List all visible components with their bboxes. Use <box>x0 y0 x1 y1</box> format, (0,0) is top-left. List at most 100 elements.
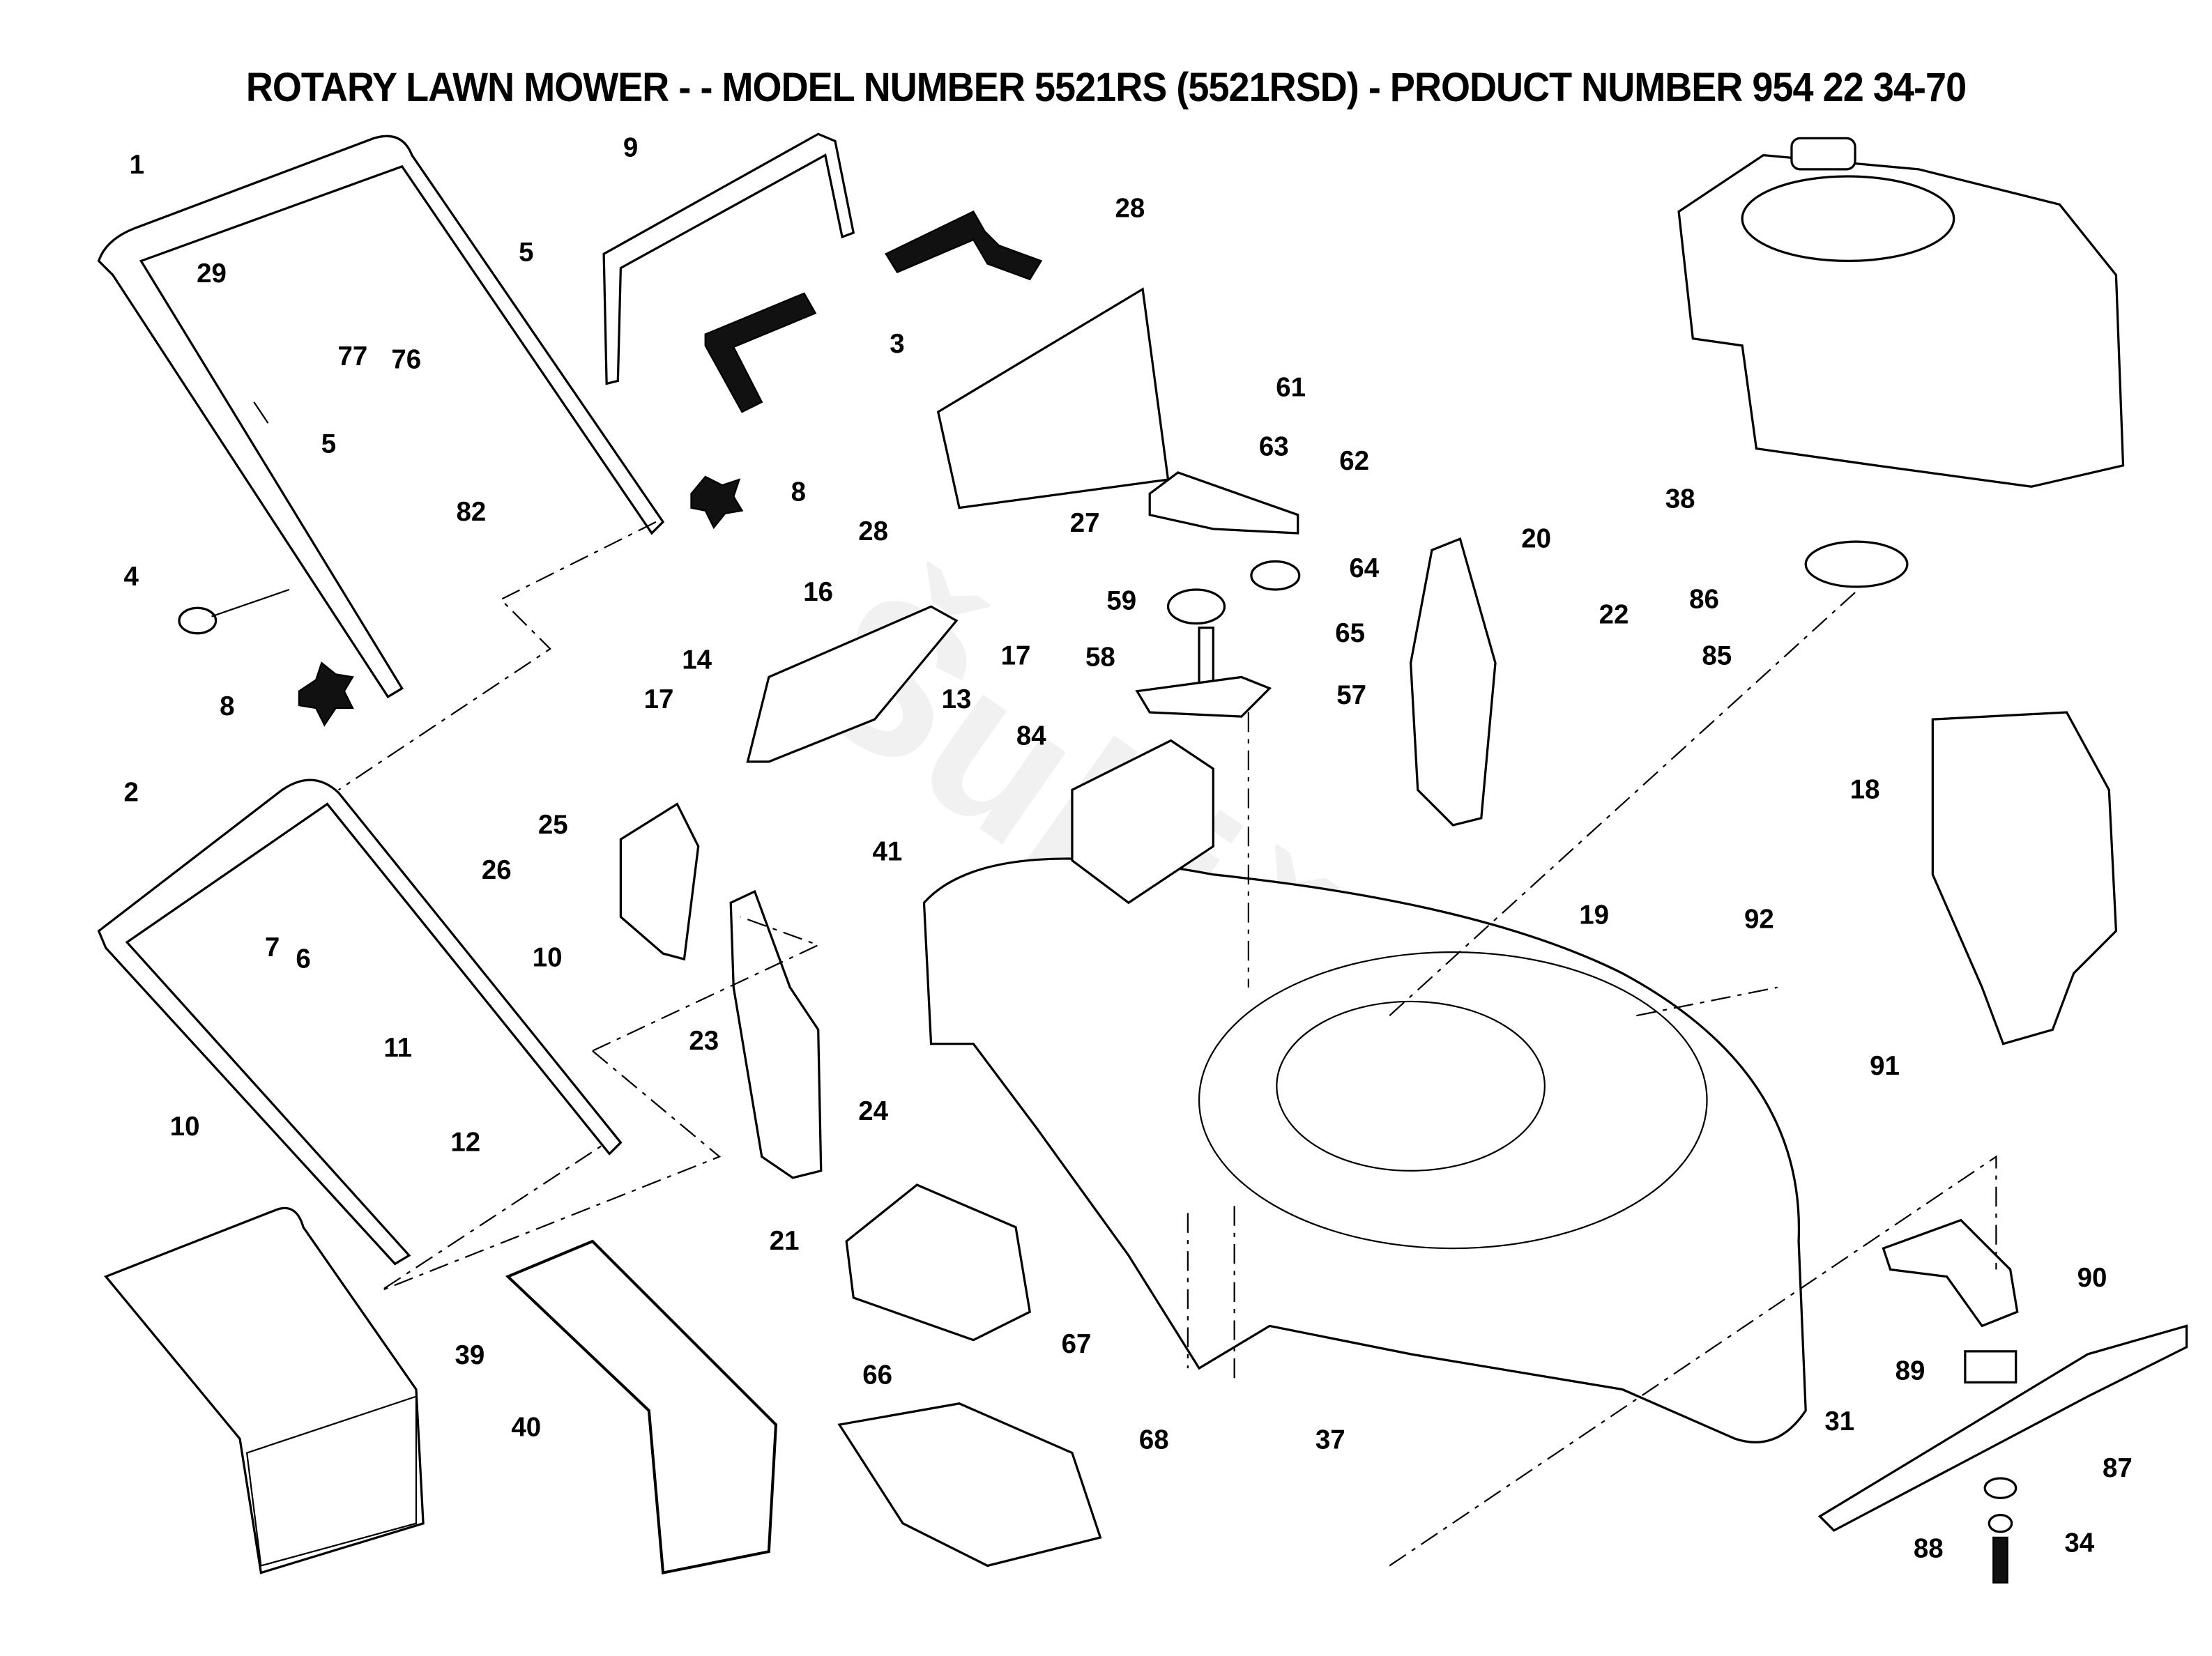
callout-66[interactable]: 66 <box>862 1360 892 1390</box>
bag-frame[interactable] <box>505 1239 778 1575</box>
alignment-line <box>1389 1155 1997 1567</box>
side-discharge-cover[interactable] <box>845 1183 1032 1342</box>
callout-62[interactable]: 62 <box>1339 446 1369 476</box>
handle-knob[interactable] <box>690 475 744 530</box>
rear-flap[interactable] <box>936 287 1170 509</box>
callout-23[interactable]: 23 <box>689 1026 719 1056</box>
callout-8[interactable]: 8 <box>791 477 806 507</box>
callout-2[interactable]: 2 <box>123 778 138 808</box>
bag-opening <box>245 1395 418 1567</box>
callout-5[interactable]: 5 <box>321 429 336 459</box>
callout-17[interactable]: 17 <box>644 684 674 714</box>
callout-11[interactable]: 11 <box>383 1033 412 1063</box>
alignment-line <box>380 1050 722 1291</box>
engine-cover <box>1741 175 1955 263</box>
callout-9[interactable]: 9 <box>623 133 638 163</box>
control-bar[interactable] <box>602 132 855 385</box>
callout-63[interactable]: 63 <box>1259 432 1289 462</box>
callout-89[interactable]: 89 <box>1896 1356 1925 1386</box>
callout-92[interactable]: 92 <box>1744 905 1774 935</box>
callout-37[interactable]: 37 <box>1315 1425 1345 1455</box>
callout-18[interactable]: 18 <box>1850 775 1880 805</box>
height-bracket-left[interactable] <box>729 889 823 1179</box>
callout-39[interactable]: 39 <box>455 1340 485 1370</box>
pulley-64[interactable] <box>1250 560 1301 591</box>
callout-10[interactable]: 10 <box>170 1112 200 1142</box>
callout-20[interactable]: 20 <box>1521 523 1551 553</box>
callout-13[interactable]: 13 <box>942 684 972 714</box>
deck-rear-frame[interactable] <box>1071 739 1214 905</box>
height-link[interactable] <box>746 605 959 763</box>
mulch-plug[interactable] <box>1931 711 2118 1045</box>
lower-handle[interactable] <box>97 779 623 1266</box>
callout-90[interactable]: 90 <box>2077 1263 2107 1293</box>
bracket-25[interactable] <box>619 802 700 961</box>
callout-31[interactable]: 31 <box>1824 1406 1854 1436</box>
upper-handle[interactable] <box>97 135 665 698</box>
callout-41[interactable]: 41 <box>872 837 902 867</box>
blade-bolt[interactable] <box>1992 1536 2008 1584</box>
callout-10[interactable]: 10 <box>533 942 563 972</box>
callout-22[interactable]: 22 <box>1599 600 1629 630</box>
callout-91[interactable]: 91 <box>1870 1051 1900 1081</box>
callout-85[interactable]: 85 <box>1702 641 1732 670</box>
callout-67[interactable]: 67 <box>1062 1329 1092 1359</box>
height-bracket-right[interactable] <box>1409 537 1497 827</box>
callout-12[interactable]: 12 <box>450 1127 480 1157</box>
callout-28[interactable]: 28 <box>858 516 888 546</box>
callout-82[interactable]: 82 <box>456 497 486 527</box>
washer-87[interactable] <box>1983 1477 2018 1499</box>
callout-29[interactable]: 29 <box>197 259 227 289</box>
engine-pulley[interactable] <box>1804 540 1909 588</box>
callout-34[interactable]: 34 <box>2064 1528 2094 1558</box>
callout-61[interactable]: 61 <box>1276 373 1306 403</box>
callout-24[interactable]: 24 <box>858 1096 888 1126</box>
callout-8[interactable]: 8 <box>220 691 234 721</box>
handle-grip[interactable] <box>704 292 817 413</box>
callout-3[interactable]: 3 <box>890 329 904 359</box>
callout-27[interactable]: 27 <box>1070 508 1100 538</box>
callout-26[interactable]: 26 <box>482 855 512 885</box>
mulch-insert[interactable] <box>837 1402 1102 1567</box>
callout-58[interactable]: 58 <box>1085 642 1115 672</box>
blade[interactable] <box>1817 1324 2188 1532</box>
callout-76[interactable]: 76 <box>391 344 421 374</box>
grass-bag[interactable] <box>104 1206 425 1574</box>
callout-14[interactable]: 14 <box>682 645 712 675</box>
callout-4[interactable]: 4 <box>123 562 139 592</box>
callout-87[interactable]: 87 <box>2103 1453 2133 1483</box>
callout-64[interactable]: 64 <box>1349 553 1379 583</box>
callout-17[interactable]: 17 <box>1001 641 1031 670</box>
callout-57[interactable]: 57 <box>1336 680 1366 710</box>
handle-knob[interactable] <box>298 661 354 727</box>
bolt-shaft <box>211 588 290 618</box>
fuel-cap <box>1790 137 1856 171</box>
eye-bolt[interactable] <box>178 606 218 635</box>
handle-grip[interactable] <box>885 210 1043 281</box>
callout-7[interactable]: 7 <box>265 933 280 963</box>
callout-40[interactable]: 40 <box>511 1412 541 1442</box>
callout-59[interactable]: 59 <box>1106 585 1136 615</box>
callout-38[interactable]: 38 <box>1665 484 1695 514</box>
callout-68[interactable]: 68 <box>1139 1425 1169 1455</box>
pulley-plate[interactable] <box>1135 675 1272 718</box>
washer-88[interactable] <box>1988 1513 2013 1533</box>
blade-holder[interactable] <box>1964 1350 2018 1383</box>
blade-adapter[interactable] <box>1882 1218 2019 1328</box>
callout-16[interactable]: 16 <box>803 577 833 607</box>
callout-77[interactable]: 77 <box>338 342 368 371</box>
callout-86[interactable]: 86 <box>1689 584 1719 614</box>
callout-28[interactable]: 28 <box>1115 194 1145 224</box>
callout-25[interactable]: 25 <box>538 810 568 840</box>
pulley-59[interactable] <box>1166 588 1226 625</box>
mower-deck[interactable] <box>922 857 1807 1444</box>
idler-bracket[interactable] <box>1148 471 1299 535</box>
callout-6[interactable]: 6 <box>296 944 310 974</box>
callout-88[interactable]: 88 <box>1914 1533 1944 1563</box>
callout-65[interactable]: 65 <box>1335 618 1365 648</box>
callout-1[interactable]: 1 <box>130 150 144 180</box>
callout-5[interactable]: 5 <box>519 237 533 267</box>
callout-21[interactable]: 21 <box>770 1226 800 1256</box>
callout-19[interactable]: 19 <box>1579 900 1609 930</box>
callout-84[interactable]: 84 <box>1016 721 1046 751</box>
